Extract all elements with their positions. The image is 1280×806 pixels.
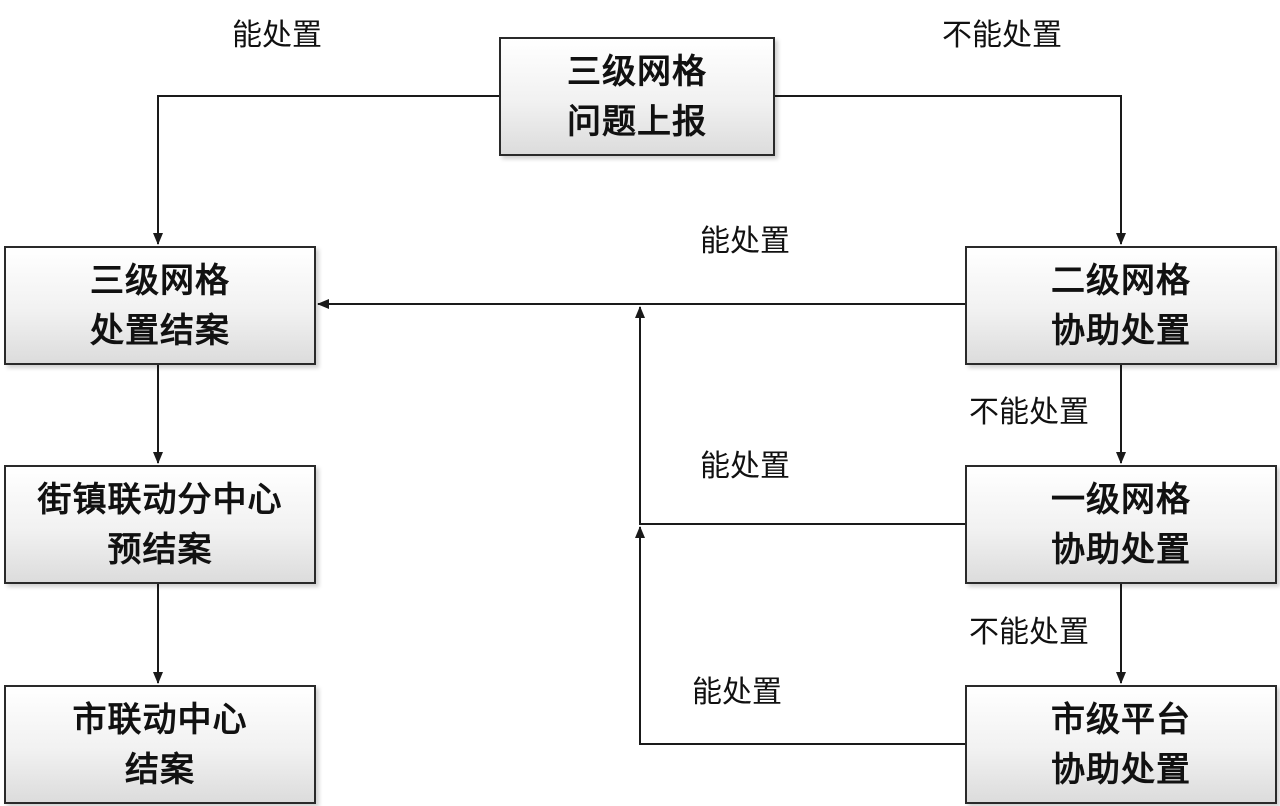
node-grid1-assist-line1: 一级网格	[1051, 479, 1191, 520]
node-city-center-line2: 结案	[125, 749, 195, 790]
node-city-platform: 市级平台 协助处置	[965, 685, 1277, 804]
node-grid2-assist-line2: 协助处置	[1051, 310, 1191, 351]
edge-label-platform-can: 能处置	[692, 675, 782, 710]
arrow-grid1-can-handle	[635, 306, 965, 525]
node-grid2-assist: 二级网格 协助处置	[965, 246, 1277, 365]
node-city-center-line1: 市联动中心	[72, 699, 248, 740]
node-street-center-line2: 预结案	[107, 529, 213, 570]
node-grid3-close-line1: 三级网格	[90, 260, 230, 301]
node-grid3-close: 三级网格 处置结案	[4, 246, 316, 365]
node-problem-report-line1: 三级网格	[567, 51, 707, 92]
node-grid1-assist: 一级网格 协助处置	[965, 465, 1277, 584]
node-grid2-assist-line1: 二级网格	[1051, 260, 1191, 301]
node-street-center: 街镇联动分中心 预结案	[4, 465, 316, 584]
node-city-platform-line2: 协助处置	[1051, 749, 1191, 790]
node-city-platform-line1: 市级平台	[1051, 699, 1191, 740]
node-street-center-line1: 街镇联动分中心	[37, 479, 283, 520]
arrow-platform-can-handle	[635, 526, 965, 745]
node-problem-report-line2: 问题上报	[567, 101, 707, 142]
edge-label-grid2-cannot: 不能处置	[969, 395, 1089, 430]
edge-label-top-left: 能处置	[232, 18, 322, 53]
edge-label-grid2-can: 能处置	[700, 224, 790, 259]
arrow-report-to-grid3-close	[153, 95, 499, 245]
node-grid1-assist-line2: 协助处置	[1051, 529, 1191, 570]
arrow-report-to-grid2-assist	[773, 95, 1126, 245]
node-grid3-close-line2: 处置结案	[90, 310, 230, 351]
edge-label-top-right: 不能处置	[942, 18, 1062, 53]
node-problem-report: 三级网格 问题上报	[499, 37, 775, 156]
edge-label-grid1-can: 能处置	[700, 449, 790, 484]
node-city-center: 市联动中心 结案	[4, 685, 316, 804]
edge-label-grid1-cannot: 不能处置	[969, 615, 1089, 650]
